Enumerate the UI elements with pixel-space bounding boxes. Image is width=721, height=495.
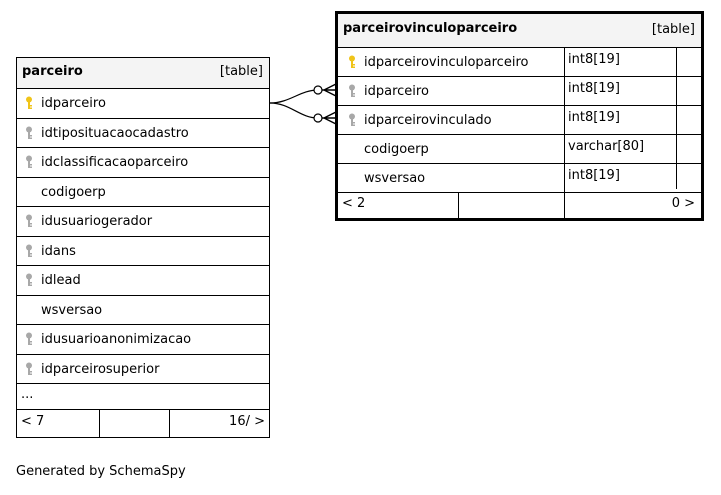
table-name: parceirovinculoparceiro [343, 21, 518, 36]
column-type: int8[19] [568, 81, 620, 96]
table-footer: < 7 16/ > [17, 410, 269, 437]
table-parceiro[interactable]: parceiro [table] idparceiro idtiposituaca… [16, 57, 270, 438]
column-row-idlead[interactable]: idlead [17, 266, 269, 296]
column-row-idparceiro[interactable]: idparceiro int8[19] [338, 77, 701, 106]
child-count[interactable]: 16/ > [229, 414, 265, 429]
footer-divider [458, 193, 459, 218]
foreign-key-icon [25, 126, 33, 140]
column-type: int8[19] [568, 110, 620, 125]
table-header: parceirovinculoparceiro [table] [338, 14, 701, 48]
column-name: idlead [41, 273, 81, 288]
column-name: idusuariogerador [41, 214, 153, 229]
column-row-idusuarioanonimizacao[interactable]: idusuarioanonimizacao [17, 325, 269, 355]
column-row-idparceirovinculado[interactable]: idparceirovinculado int8[19] [338, 106, 701, 135]
column-divider [564, 106, 565, 134]
relationship-line-idparceiro [269, 89, 319, 104]
table-type-label: [table] [219, 64, 263, 79]
column-name: codigoerp [364, 142, 429, 157]
column-divider-type-extra [676, 48, 677, 189]
column-name: wsversao [41, 302, 103, 318]
column-row-idusuariogerador[interactable]: idusuariogerador [17, 207, 269, 237]
column-type: int8[19] [568, 168, 620, 183]
column-name: idusuarioanonimizacao [41, 332, 192, 347]
table-name: parceiro [22, 64, 83, 79]
column-row-idparceirosuperior[interactable]: idparceirosuperior [17, 355, 269, 384]
ellipsis-row: ... [17, 384, 269, 410]
column-name: idparceirosuperior [41, 361, 160, 377]
foreign-key-icon [25, 214, 33, 228]
optional-marker-idparceirovinculado [313, 113, 323, 123]
column-divider [564, 135, 565, 163]
column-type: int8[19] [568, 52, 620, 67]
footer-divider [564, 193, 565, 218]
generated-by-label: Generated by SchemaSpy [16, 464, 186, 479]
column-name: codigoerp [41, 184, 106, 200]
crowfoot-idparceirovinculado [322, 111, 337, 125]
column-name: wsversao [364, 171, 426, 186]
primary-key-icon [348, 55, 356, 69]
column-name: idtiposituacaocadastro [41, 125, 189, 141]
column-row-wsversao[interactable]: wsversao [17, 296, 269, 325]
crowfoot-idparceiro [322, 83, 337, 97]
table-header: parceiro [table] [17, 58, 269, 89]
column-name: idparceiro [364, 84, 429, 99]
footer-divider [99, 410, 100, 437]
column-type: varchar[80] [568, 139, 645, 154]
foreign-key-icon [348, 84, 356, 98]
foreign-key-icon [25, 155, 33, 169]
column-row-codigoerp[interactable]: codigoerp varchar[80] [338, 135, 701, 164]
column-name: idclassificacaoparceiro [41, 155, 189, 170]
column-divider [564, 48, 565, 76]
footer-divider [169, 410, 170, 437]
column-row-idclassificacaoparceiro[interactable]: idclassificacaoparceiro [17, 148, 269, 178]
column-row-idparceirovinculoparceiro[interactable]: idparceirovinculoparceiro int8[19] [338, 48, 701, 77]
column-row-idparceiro[interactable]: idparceiro [17, 89, 269, 119]
relationship-line-idparceirovinculado [269, 102, 319, 119]
table-footer: < 2 0 > [338, 193, 701, 218]
column-name: idparceiro [41, 96, 106, 111]
column-divider [564, 164, 565, 192]
parent-count[interactable]: < 2 [342, 196, 366, 211]
column-divider [564, 77, 565, 105]
ellipsis: ... [21, 387, 34, 402]
primary-key-icon [25, 96, 33, 110]
foreign-key-icon [25, 332, 33, 346]
foreign-key-icon [348, 113, 356, 127]
table-parceirovinculoparceiro[interactable]: parceirovinculoparceiro [table] idparcei… [335, 11, 704, 221]
column-row-idans[interactable]: idans [17, 237, 269, 266]
column-row-wsversao[interactable]: wsversao int8[19] [338, 164, 701, 193]
column-name: idparceirovinculado [364, 113, 492, 128]
column-name: idans [41, 243, 76, 259]
optional-marker-idparceiro [313, 85, 323, 95]
column-row-codigoerp[interactable]: codigoerp [17, 178, 269, 207]
column-row-idtiposituacaocadastro[interactable]: idtiposituacaocadastro [17, 119, 269, 148]
foreign-key-icon [25, 273, 33, 287]
column-name: idparceirovinculoparceiro [364, 55, 529, 70]
child-count[interactable]: 0 > [671, 196, 695, 211]
table-type-label: [table] [651, 22, 695, 37]
foreign-key-icon [25, 244, 33, 258]
foreign-key-icon [25, 362, 33, 376]
parent-count[interactable]: < 7 [21, 414, 45, 429]
